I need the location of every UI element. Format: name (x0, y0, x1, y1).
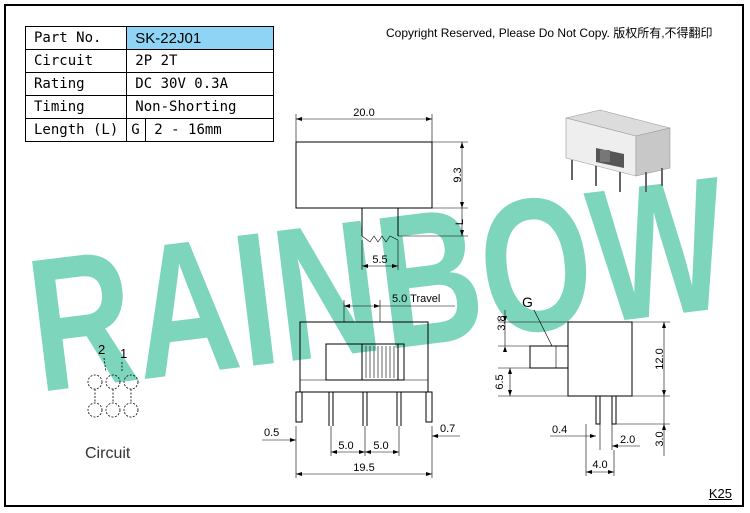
product-photo (565, 109, 671, 192)
front-body (299, 321, 429, 393)
row-length: Length (L) G 2 - 16mm (24, 118, 275, 142)
timing-value: Non-Shorting (126, 95, 275, 119)
row-timing: Timing Non-Shorting (24, 95, 275, 119)
rating-value: DC 30V 0.3A (126, 72, 275, 96)
g-label: G (522, 294, 533, 310)
length-label: Length (L) (24, 118, 128, 142)
side-view: G 3.8 6.5 12.0 (494, 294, 670, 476)
dim-pitch-a: 5.0 (338, 440, 353, 452)
dim-pitch-top: 5.5 (372, 254, 387, 266)
model-code: K25 (708, 486, 732, 501)
circuit-diagram: 2 1 Circuit (85, 342, 139, 462)
copyright-notice: Copyright Reserved, Please Do Not Copy. … (386, 26, 713, 40)
dim-height-top: 9.3 (452, 167, 464, 182)
dim-side-leg: 3.0 (654, 431, 666, 446)
timing-label: Timing (24, 95, 128, 119)
dim-total-width: 19.5 (353, 462, 374, 474)
dim-right-offset: 0.7 (440, 423, 455, 435)
rating-label: Rating (24, 72, 128, 96)
dim-width-top: 20.0 (353, 107, 374, 119)
dim-side-middle: 6.5 (494, 374, 506, 389)
dim-left-offset: 0.5 (264, 427, 279, 439)
circuit-label: Circuit (24, 49, 128, 73)
dim-side-base: 4.0 (592, 459, 607, 471)
length-value: 2 - 16mm (145, 118, 275, 142)
top-view: 20.0 9.3 L 5.5 (295, 107, 468, 270)
dim-side-pin: 0.4 (552, 424, 567, 436)
dim-side-pitch: 2.0 (620, 434, 635, 446)
row-circuit: Circuit 2P 2T (24, 49, 275, 73)
side-body (567, 321, 633, 397)
row-rating: Rating DC 30V 0.3A (24, 72, 275, 96)
circuit-pin-2: 2 (98, 342, 105, 357)
dim-side-height: 12.0 (654, 348, 666, 369)
dim-length-l: L (454, 219, 466, 225)
spec-table: Part No. SK-22J01 Circuit 2P 2T Rating D… (24, 26, 275, 142)
front-view: 5.0 Travel (262, 293, 460, 478)
dim-travel: 5.0 Travel (392, 293, 440, 305)
top-body (295, 141, 433, 209)
dim-side-top: 3.8 (496, 315, 508, 330)
side-actuator (529, 345, 569, 369)
circuit-label: Circuit (85, 445, 131, 462)
circuit-pin-1: 1 (120, 346, 127, 361)
dim-pitch-b: 5.0 (373, 440, 388, 452)
page-frame (4, 4, 744, 507)
